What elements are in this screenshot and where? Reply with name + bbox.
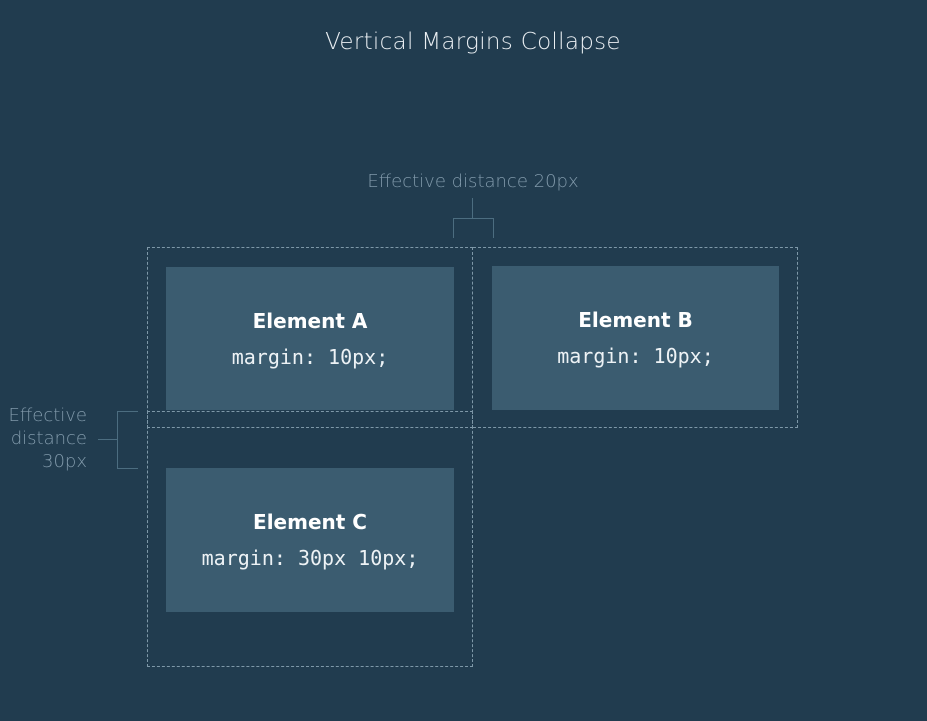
diagram-title: Vertical Margins Collapse (325, 29, 621, 55)
bracket-top-arm-line (117, 411, 138, 412)
element-c-name: Element C (253, 510, 367, 534)
bracket-bottom-arm-line (117, 468, 138, 469)
bracket-right-leg-line (493, 218, 494, 238)
element-a-box: Element A margin: 10px; (166, 267, 454, 410)
bracket-stem-line (472, 198, 473, 218)
element-c-box: Element C margin: 30px 10px; (166, 468, 454, 612)
vertical-gap-label-line2: distance (10, 428, 87, 449)
element-c-code: margin: 30px 10px; (201, 546, 419, 570)
vertical-gap-label-line3: 30px (42, 451, 87, 472)
element-b-code: margin: 10px; (557, 344, 714, 368)
bracket-left-leg-line (453, 218, 454, 238)
bracket-vertical-line (117, 411, 118, 469)
margin-outline-element-b (473, 247, 798, 428)
margin-outline-element-c (147, 411, 473, 667)
horizontal-gap-label: Effective distance 20px (367, 171, 579, 192)
element-a-name: Element A (252, 308, 368, 333)
bracket-connector-line (98, 439, 117, 440)
margin-outline-element-a (147, 247, 473, 428)
bracket-bar-line (453, 218, 494, 219)
element-b-box: Element B margin: 10px; (492, 266, 779, 410)
element-b-name: Element B (578, 308, 693, 332)
vertical-gap-label: Effective distance 30px (7, 404, 87, 473)
element-a-code: margin: 10px; (231, 344, 389, 369)
vertical-gap-label-line1: Effective (8, 405, 87, 426)
